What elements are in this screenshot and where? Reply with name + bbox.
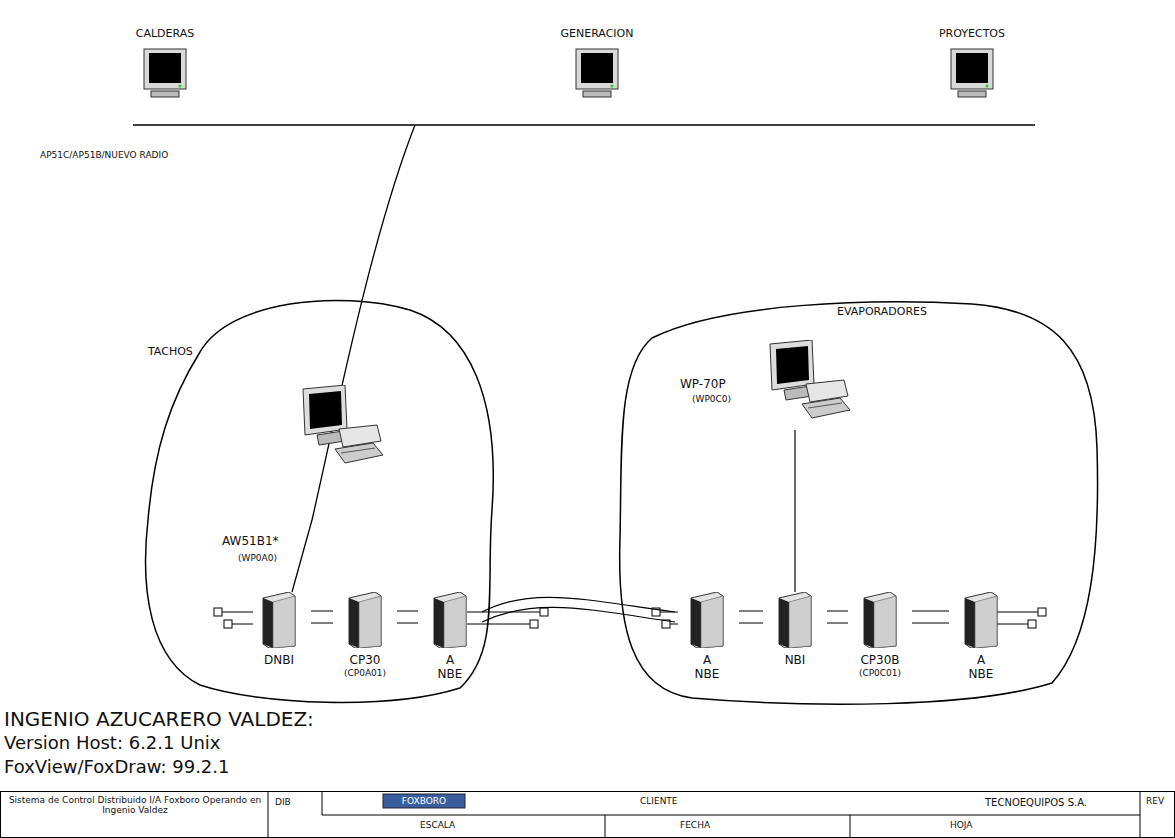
- network-link: [912, 611, 949, 623]
- control-module: ANBE: [675, 592, 739, 684]
- network-link: [827, 611, 848, 623]
- field-label: REV: [1146, 796, 1164, 806]
- logo-text: FOXBORO: [402, 796, 446, 806]
- control-module: ANBE: [949, 592, 1013, 684]
- plant-name: INGENIO AZUCARERO VALDEZ:: [4, 708, 314, 731]
- control-module: NBI: [763, 592, 827, 670]
- control-module: ANBE: [418, 592, 482, 684]
- area-outline: [612, 298, 1107, 710]
- module-icon: [259, 592, 299, 652]
- module-name: DNBI: [264, 654, 294, 668]
- operator-station: CALDERAS: [115, 26, 215, 106]
- field-label: FECHA: [680, 820, 710, 830]
- company-name: TECNOEQUIPOS S.A.: [985, 797, 1087, 809]
- workstation: AW51B1* (WP0A0): [220, 385, 395, 575]
- monitor-icon: [950, 48, 994, 104]
- module-name: NBE: [695, 668, 720, 682]
- field-label: CLIENTE: [640, 796, 678, 806]
- plant-area: EVAPORADORESWP-70P(WP0C0)ANBENBICP30B(CP…: [612, 298, 1107, 710]
- area-name: TACHOS: [148, 346, 193, 359]
- field-label: HOJA: [950, 820, 973, 830]
- network-note: AP51C/AP51B/NUEVO RADIO: [40, 150, 168, 160]
- area-name: EVAPORADORES: [837, 306, 927, 319]
- operator-station: GENERACION: [547, 26, 647, 106]
- workstation-icon: [295, 385, 385, 479]
- network-cable: [292, 125, 415, 592]
- station-name: WP-70P: [680, 378, 726, 392]
- module-icon: [345, 592, 385, 652]
- network-link: [311, 611, 333, 623]
- module-name: NBI: [785, 654, 806, 668]
- network-link: [482, 597, 675, 622]
- module-name: CP30B: [860, 654, 899, 668]
- operator-station: PROYECTOS: [922, 26, 1022, 106]
- monitor-icon: [143, 48, 187, 104]
- version-note: FoxView/FoxDraw: 99.2.1: [4, 757, 230, 778]
- network-link: [739, 611, 763, 623]
- station-name: CALDERAS: [136, 28, 194, 41]
- module-icon: [775, 592, 815, 652]
- control-module: CP30B(CP0C01): [848, 592, 912, 680]
- plant-area: TACHOS AW51B1* (WP0A0) DNBI CP30(CP0A01) ANBE: [140, 290, 505, 710]
- drawing-title: Sistema de Control Distribuido I/A Foxbo…: [6, 795, 264, 816]
- station-name: GENERACION: [561, 28, 634, 41]
- module-name: NBE: [969, 668, 994, 682]
- letterbug: (WP0C0): [692, 394, 731, 404]
- module-icon: [687, 592, 727, 652]
- module-name: (CP0C01): [859, 668, 901, 678]
- module-name: CP30: [350, 654, 381, 668]
- station-name: PROYECTOS: [939, 28, 1005, 41]
- network-link: [794, 430, 795, 592]
- network-bus: [133, 124, 1035, 126]
- letterbug: (WP0A0): [238, 553, 277, 563]
- station-name: AW51B1*: [222, 535, 279, 549]
- control-module: DNBI: [247, 592, 311, 670]
- module-name: A: [446, 654, 454, 668]
- module-icon: [430, 592, 470, 652]
- title-block-frame: [1, 791, 1175, 838]
- terminal-stubs: [214, 608, 1046, 628]
- field-label: ESCALA: [420, 820, 455, 830]
- workstation: WP-70P (WP0C0): [670, 340, 860, 430]
- module-name: A: [703, 654, 711, 668]
- module-icon: [961, 592, 1001, 652]
- control-module: CP30(CP0A01): [333, 592, 397, 680]
- module-name: A: [977, 654, 985, 668]
- module-icon: [860, 592, 900, 652]
- monitor-icon: [575, 48, 619, 104]
- network-link: [397, 611, 418, 623]
- version-note: Version Host: 6.2.1 Unix: [4, 733, 220, 754]
- field-label: DIB: [275, 797, 291, 807]
- module-name: (CP0A01): [344, 668, 386, 678]
- module-name: NBE: [438, 668, 463, 682]
- workstation-icon: [762, 340, 852, 434]
- logo-plate: [383, 794, 465, 808]
